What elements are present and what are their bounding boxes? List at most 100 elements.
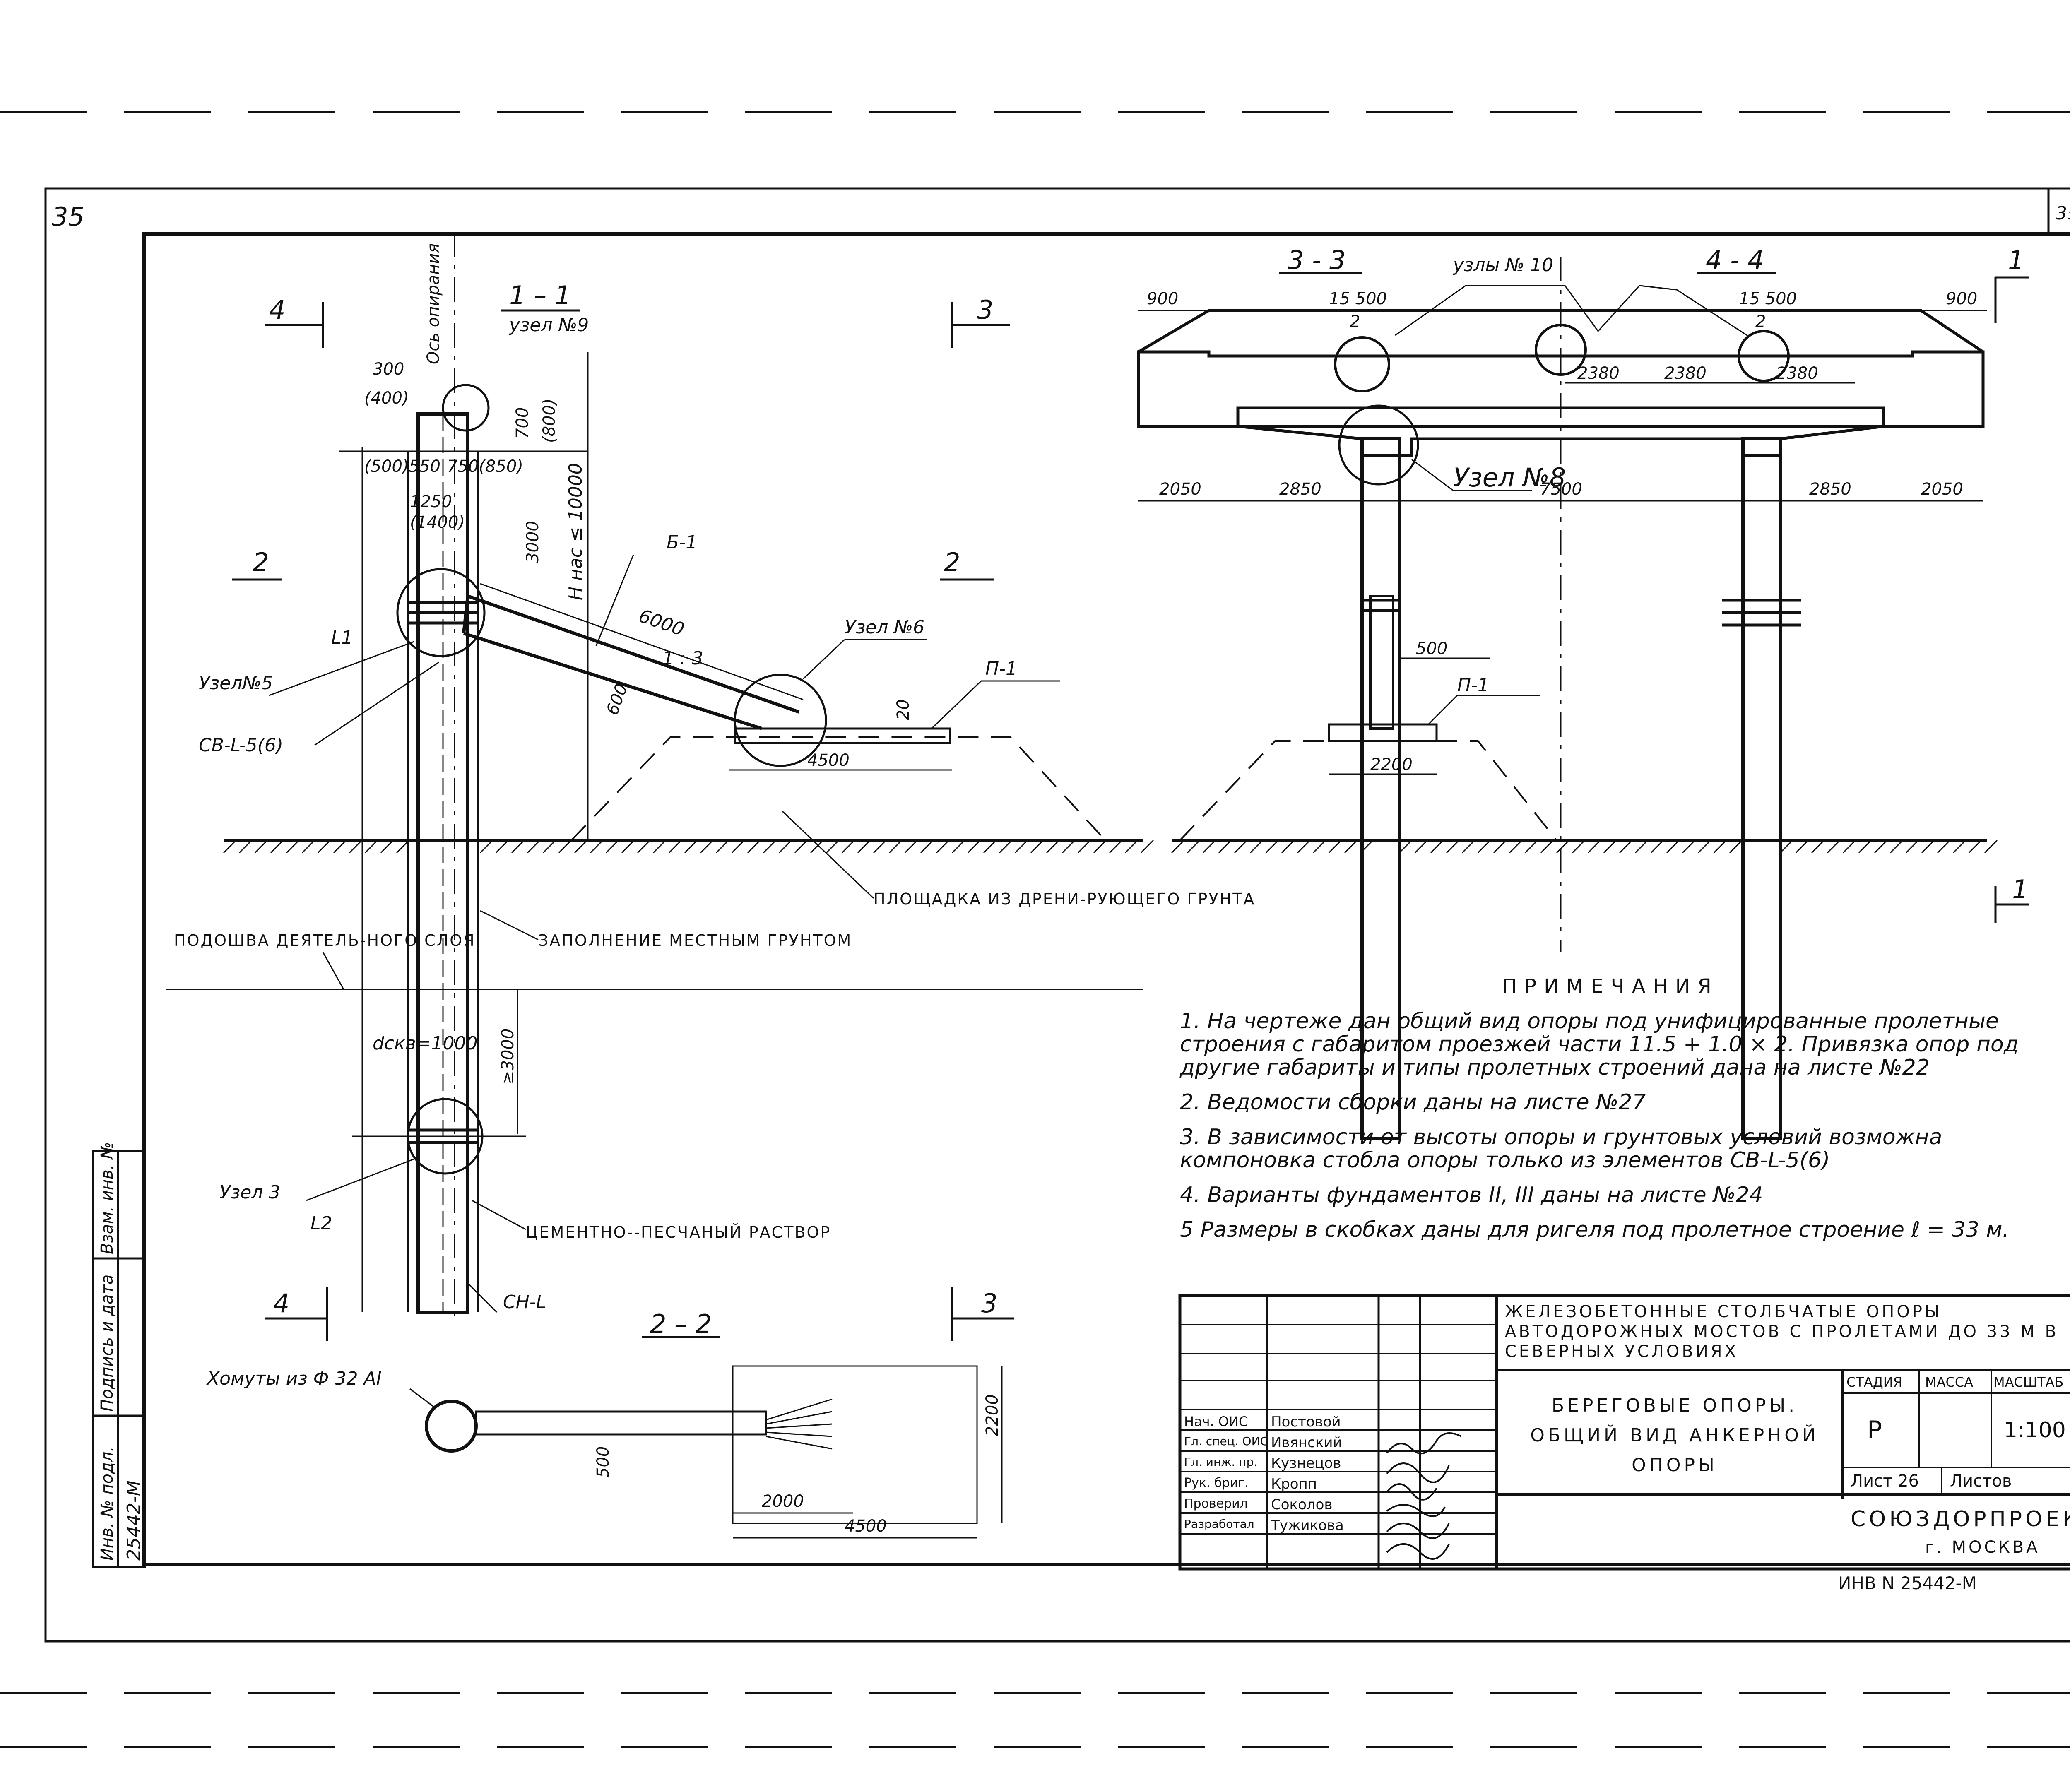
dim-400: (400) xyxy=(364,389,409,408)
ground-hatch xyxy=(700,839,714,854)
bottom-dim-5: 2050 xyxy=(1921,480,1963,499)
ground-hatch xyxy=(778,839,792,854)
pier-left xyxy=(1360,437,1401,1140)
cut-mark-1-bottom: 1 xyxy=(2012,874,2028,904)
ground-hatch xyxy=(1619,839,1633,854)
p1-label-33: П-1 xyxy=(1457,675,1489,696)
ground-hatch xyxy=(1202,839,1216,854)
role-4: Рук. бриг. xyxy=(1184,1476,1249,1490)
ground-hatch xyxy=(1779,839,1793,854)
ground-hatch xyxy=(888,839,903,854)
ground-hatch xyxy=(715,839,729,854)
ground-hatch xyxy=(841,839,855,854)
ground-hatch xyxy=(495,839,509,854)
note-1: 1. На чертеже дан общий вид опоры под ун… xyxy=(1180,1009,2019,1080)
cut-mark-4-bottom: 4 xyxy=(273,1288,289,1318)
ground-hatch xyxy=(1140,839,1154,854)
ground-hatch xyxy=(1171,839,1185,854)
role-6: Разработал xyxy=(1184,1517,1254,1531)
ground-hatch xyxy=(511,839,525,854)
p1-label: П-1 xyxy=(985,658,1017,679)
ground-hatch xyxy=(1061,839,1076,854)
view-section-1-1: 1 – 1 Ось опирания узел №9 300 (400) 700… xyxy=(166,232,1998,1341)
sheet-value: Лист 26 xyxy=(1851,1472,1919,1491)
dim-600: 600 xyxy=(603,681,631,717)
strut-end xyxy=(1369,595,1394,730)
side-sign: Подпись и дата xyxy=(98,1275,117,1412)
ground-hatch xyxy=(621,839,635,854)
outer-frame xyxy=(44,187,2070,1643)
sheet-number-box xyxy=(2047,187,2070,235)
L1-label: L1 xyxy=(331,627,353,648)
ground-hatch xyxy=(1187,839,1201,854)
node-10-circle-c xyxy=(1738,330,1790,382)
ground-hatch xyxy=(1968,839,1982,854)
ground-hatch xyxy=(1297,839,1311,854)
dim-2200-33: 2200 xyxy=(1370,755,1413,774)
ground-hatch xyxy=(637,839,651,854)
section-2-2-title: 2 – 2 xyxy=(650,1309,712,1339)
node-6-label: Узел №6 xyxy=(845,617,924,638)
bottom-dim-3: 7500 xyxy=(1540,480,1582,499)
dim-3000-top: 3000 xyxy=(523,521,542,563)
cut-mark-4-top: 4 xyxy=(269,295,285,325)
ground-hatch xyxy=(967,839,981,854)
ground-hatch xyxy=(1984,839,1998,854)
ground-hatch xyxy=(574,839,588,854)
ground-hatch xyxy=(1952,839,1966,854)
ground-hatch xyxy=(857,839,871,854)
ground-hatch xyxy=(1729,839,1743,854)
dim-1400: (1400) xyxy=(410,513,465,532)
dim-700: 700 xyxy=(513,407,532,439)
ground-hatch xyxy=(904,839,918,854)
ground-hatch xyxy=(1556,839,1570,854)
note-4: 4. Варианты фундаментов II, III даны на … xyxy=(1180,1183,1763,1207)
ground-hatch xyxy=(1603,839,1617,854)
ground-hatch xyxy=(763,839,777,854)
view-section-2-2: 2 – 2 Хомуты из Ф 32 АI 500 2200 2000 45… xyxy=(206,1309,1003,1539)
dim-2380-a: 2380 xyxy=(1577,364,1620,383)
num-2-a: 2 xyxy=(1350,312,1360,331)
side-inv-podl: Инв. № подл. xyxy=(98,1446,117,1561)
ground-hatch xyxy=(1030,839,1044,854)
ground-hatch xyxy=(731,839,745,854)
ground-hatch xyxy=(951,839,965,854)
ground-hatch xyxy=(380,839,394,854)
bottom-dim-2: 2850 xyxy=(1279,480,1321,499)
side-stamp xyxy=(92,1150,146,1568)
ground-hatch xyxy=(1811,839,1825,854)
ground-hatch xyxy=(349,839,363,854)
cement-label: ЦЕМЕНТНО--ПЕСЧАНЫЙ РАСТВОР xyxy=(526,1223,831,1241)
dim-750-850: 750(850) xyxy=(447,457,523,476)
ground-hatch xyxy=(1446,839,1460,854)
ground-hatch xyxy=(1493,839,1507,854)
ground-hatch xyxy=(873,839,887,854)
ground-hatch xyxy=(317,839,331,854)
ground-hatch xyxy=(983,839,997,854)
ground-hatch xyxy=(1905,839,1919,854)
drawing-title: БЕРЕГОВЫЕ ОПОРЫ. ОБЩИЙ ВИД АНКЕРНОЙ ОПОР… xyxy=(1530,1395,1819,1476)
stage-value: Р xyxy=(1867,1416,1882,1445)
ground-hatch xyxy=(1046,839,1060,854)
dim-500-550: (500)550 xyxy=(364,457,440,476)
slope-label: 1 : 3 xyxy=(662,648,703,669)
ground-hatch xyxy=(1827,839,1841,854)
bottom-dim-1: 2050 xyxy=(1159,480,1201,499)
node-8-circle xyxy=(1338,404,1419,486)
ground-hatch xyxy=(1265,839,1279,854)
inventory-number: ИНВ N 25442-М xyxy=(1838,1573,1977,1593)
ground-hatch xyxy=(684,839,698,854)
ground-hatch xyxy=(1218,839,1232,854)
plate-plan xyxy=(732,1365,978,1524)
ground-hatch xyxy=(1328,839,1342,854)
ground-hatch xyxy=(1713,839,1727,854)
ground-hatch xyxy=(479,839,493,854)
dim-2000-22: 2000 xyxy=(762,1492,804,1511)
cut-mark-1-top: 1 xyxy=(2008,245,2024,275)
ground-hatch xyxy=(1842,839,1856,854)
dim-20: 20 xyxy=(894,699,913,720)
ground-hatch xyxy=(1509,839,1523,854)
ground-hatch xyxy=(286,839,300,854)
scale-header: МАСШТАБ xyxy=(1993,1374,2064,1390)
